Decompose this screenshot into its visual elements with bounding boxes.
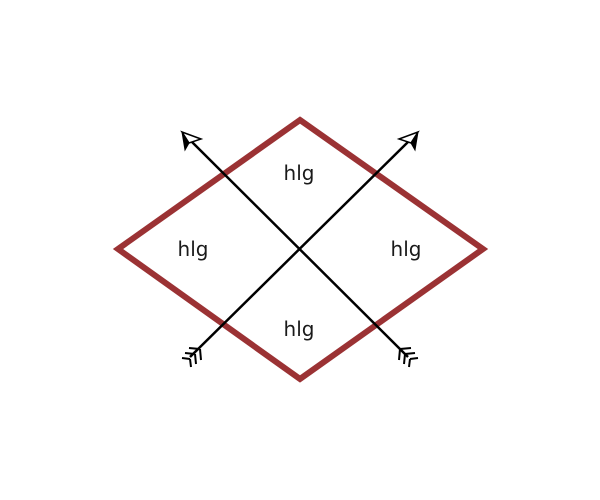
region-right-label: hlg <box>391 237 422 261</box>
fletching <box>398 347 419 368</box>
region-bottom-label: hlg <box>284 317 315 341</box>
region-left-label: hlg <box>178 237 209 261</box>
arrow-bottomleft-to-topright <box>181 130 420 368</box>
arrowhead-open-fill <box>181 131 190 152</box>
arrow-shaft <box>189 139 411 358</box>
region-top-label: hlg <box>284 161 315 185</box>
arrowhead-open-fill <box>410 131 419 152</box>
fletching <box>181 347 202 368</box>
rhombus-outline <box>112 116 489 383</box>
